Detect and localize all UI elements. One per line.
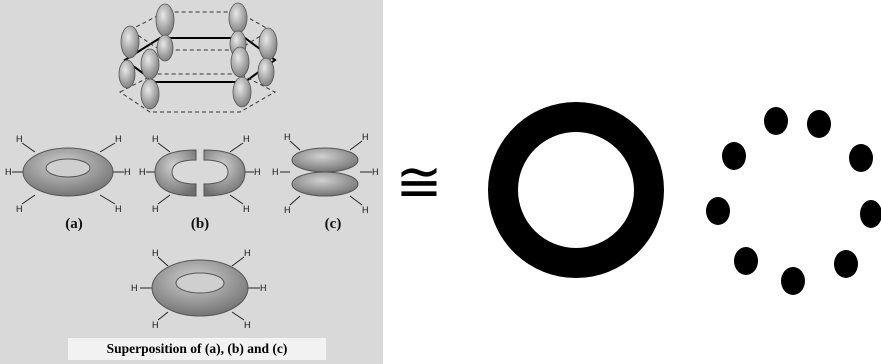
svg-text:H: H — [152, 204, 159, 214]
svg-text:H: H — [362, 132, 369, 142]
orbital-illustration: H H H H H H H H H H H H — [5, 2, 379, 330]
label-b: (b) — [190, 216, 210, 232]
congruent-symbol: ≅ — [395, 150, 443, 215]
ring-comparison — [488, 102, 881, 295]
svg-text:H: H — [272, 167, 279, 177]
svg-text:H: H — [131, 283, 138, 293]
svg-text:H: H — [152, 248, 159, 258]
svg-text:H: H — [16, 204, 23, 214]
svg-text:H: H — [260, 283, 267, 293]
pi-cloud-b-icon: H H H H H H — [139, 134, 261, 214]
svg-text:H: H — [115, 134, 122, 144]
svg-text:H: H — [362, 205, 369, 215]
svg-text:H: H — [243, 204, 250, 214]
svg-text:H: H — [284, 132, 291, 142]
svg-text:H: H — [244, 320, 251, 330]
svg-text:H: H — [372, 167, 379, 177]
svg-text:H: H — [139, 167, 146, 177]
svg-text:H: H — [284, 205, 291, 215]
pi-cloud-a-icon: H H H H H H — [5, 134, 131, 214]
svg-text:H: H — [243, 134, 250, 144]
svg-text:H: H — [244, 248, 251, 258]
svg-text:H: H — [115, 204, 122, 214]
svg-text:H: H — [152, 134, 159, 144]
solid-ring-icon — [488, 102, 664, 278]
scanned-figure-panel: H H H H H H H H H H H H — [0, 0, 383, 364]
svg-text:H: H — [16, 134, 23, 144]
svg-text:H: H — [152, 320, 159, 330]
hexagon-p-orbitals-icon — [118, 2, 278, 113]
svg-text:H: H — [254, 167, 261, 177]
pi-cloud-c-icon: H H H H H H — [272, 132, 379, 215]
caption: Superposition of (a), (b) and (c) — [68, 338, 326, 360]
superposition-icon: H H H H H H — [131, 248, 267, 330]
label-c: (c) — [324, 216, 342, 232]
label-a: (a) — [65, 216, 83, 232]
dotted-ring-icon — [706, 107, 881, 295]
svg-text:H: H — [124, 167, 131, 177]
svg-text:H: H — [5, 167, 12, 177]
